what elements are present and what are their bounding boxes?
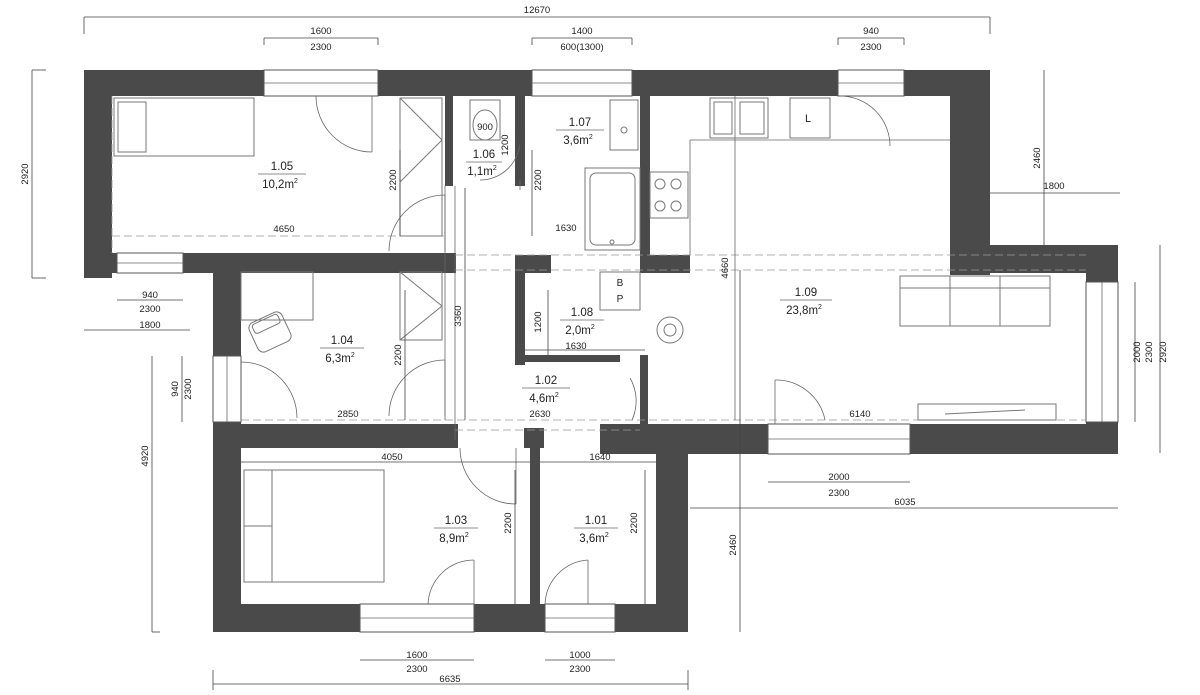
dim-interior: 1640 xyxy=(589,452,610,463)
room-1-09-label: 1.09 23,8m2 xyxy=(780,287,832,317)
boiler-round-icon xyxy=(656,316,684,344)
chair-icon xyxy=(248,311,292,353)
doors xyxy=(240,95,891,605)
dimension-lines xyxy=(31,16,1161,690)
dim-bottom-width: 6635 xyxy=(439,674,460,685)
dim-interior: 1200 xyxy=(500,134,511,155)
dim-interior: 2850 xyxy=(337,409,358,420)
stove-icon xyxy=(649,171,689,219)
room-1-05-label: 1.05 10,2m2 xyxy=(258,161,306,191)
bed-icon xyxy=(113,97,255,157)
dim-interior: 6140 xyxy=(849,409,870,420)
dim-interior: 1630 xyxy=(555,223,576,234)
room-number: 1.06 xyxy=(473,149,495,161)
toilet-icon xyxy=(472,109,498,141)
dim-interior: 1200 xyxy=(533,311,544,332)
room-area: 2,0m2 xyxy=(565,324,595,337)
room-area: 8,9m2 xyxy=(439,532,469,545)
dim-window-height: 2300 xyxy=(139,304,160,315)
dim-interior: 4650 xyxy=(273,224,294,235)
room-area: 10,2m2 xyxy=(262,178,298,191)
dim-right-height: 2460 xyxy=(728,534,739,555)
dim-window-width: 1400 xyxy=(571,26,592,37)
dim-window-height: 2300 xyxy=(1144,341,1155,362)
dim-interior: 2200 xyxy=(388,169,399,190)
room-labels: 1.05 10,2m2 1.06 1,1m2 1.07 3,6m2 1.04 6… xyxy=(258,117,832,545)
room-area: 23,8m2 xyxy=(786,304,822,317)
dim-total-width: 12670 xyxy=(524,5,550,16)
dim-interior: 2200 xyxy=(503,512,514,533)
dim-window-width: 1600 xyxy=(310,26,331,37)
windows xyxy=(116,69,1119,633)
dim-window-height: 2300 xyxy=(310,42,331,53)
dim-interior: 2200 xyxy=(629,512,640,533)
room-number: 1.05 xyxy=(271,161,293,173)
room-number: 1.09 xyxy=(795,287,817,299)
room-number: 1.02 xyxy=(535,375,557,387)
room-area: 3,6m2 xyxy=(563,134,593,147)
dim-window-width: 1600 xyxy=(406,650,427,661)
dim-window-sill: 2920 xyxy=(1158,341,1169,362)
dim-window-width: 1000 xyxy=(569,650,590,661)
dim-window-width: 940 xyxy=(170,381,181,397)
bathtub-icon xyxy=(584,167,641,251)
kitchen-appliance-label: L xyxy=(805,113,811,125)
dim-interior: 3360 xyxy=(453,305,464,326)
dim-window-width: 2000 xyxy=(1132,341,1143,362)
boiler-label-b: B xyxy=(617,278,624,289)
room-number: 1.03 xyxy=(445,515,467,527)
room-1-07-label: 1.07 3,6m2 xyxy=(556,117,604,147)
room-area: 6,3m2 xyxy=(325,352,355,365)
room-area: 3,6m2 xyxy=(579,532,609,545)
sink-icon xyxy=(609,99,639,151)
dim-interior: 900 xyxy=(477,122,493,133)
kitchen-sink-icon xyxy=(709,97,769,139)
dim-window-width: 2000 xyxy=(828,472,849,483)
dim-interior: 4660 xyxy=(720,257,731,278)
fixture-labels: L B P xyxy=(617,113,811,305)
dimension-labels: 12670 1600 2300 1400 600(1300) 940 2300 … xyxy=(20,5,1169,685)
dim-interior: 4050 xyxy=(381,452,402,463)
room-1-01-label: 1.01 3,6m2 xyxy=(574,515,618,545)
boiler-label-p: P xyxy=(617,294,624,305)
dim-window-height: 2300 xyxy=(569,664,590,675)
dim-window-height: 2300 xyxy=(183,378,194,399)
dim-right-top-sill: 1800 xyxy=(1043,181,1064,192)
room-area: 4,6m2 xyxy=(529,392,559,405)
dim-right-top: 2460 xyxy=(1032,147,1043,168)
dim-window-width: 940 xyxy=(863,26,879,37)
room-number: 1.04 xyxy=(331,335,354,347)
dim-window-width: 940 xyxy=(142,290,158,301)
dim-window-height: 2300 xyxy=(406,664,427,675)
walls xyxy=(84,70,1118,632)
sofa-icon xyxy=(899,275,1051,327)
dim-left-height: 4920 xyxy=(140,445,151,466)
dim-window-height: 600(1300) xyxy=(560,42,603,53)
room-number: 1.07 xyxy=(569,117,591,129)
dim-interior: 2630 xyxy=(529,409,550,420)
room-number: 1.08 xyxy=(571,307,593,319)
furniture xyxy=(113,97,1057,583)
room-1-02-label: 1.02 4,6m2 xyxy=(522,375,570,405)
inner-lines xyxy=(111,96,1086,440)
dim-window-height: 2300 xyxy=(860,42,881,53)
dim-interior: 1630 xyxy=(565,341,586,352)
tv-icon xyxy=(917,403,1057,421)
dim-interior: 2200 xyxy=(393,344,404,365)
room-area: 1,1m2 xyxy=(467,165,497,178)
dim-left-top: 2920 xyxy=(20,163,31,184)
dim-right-width: 6035 xyxy=(894,497,915,508)
room-1-06-label: 1.06 1,1m2 xyxy=(466,149,502,178)
room-1-04-label: 1.04 6,3m2 xyxy=(320,335,364,365)
boiler-icon xyxy=(599,271,641,311)
dim-window-height: 2300 xyxy=(828,488,849,499)
room-1-08-label: 1.08 2,0m2 xyxy=(560,307,604,337)
room-1-03-label: 1.03 8,9m2 xyxy=(434,515,478,545)
dim-window-sill: 1800 xyxy=(139,320,160,331)
room-number: 1.01 xyxy=(585,515,607,527)
dim-interior: 2200 xyxy=(533,169,544,190)
